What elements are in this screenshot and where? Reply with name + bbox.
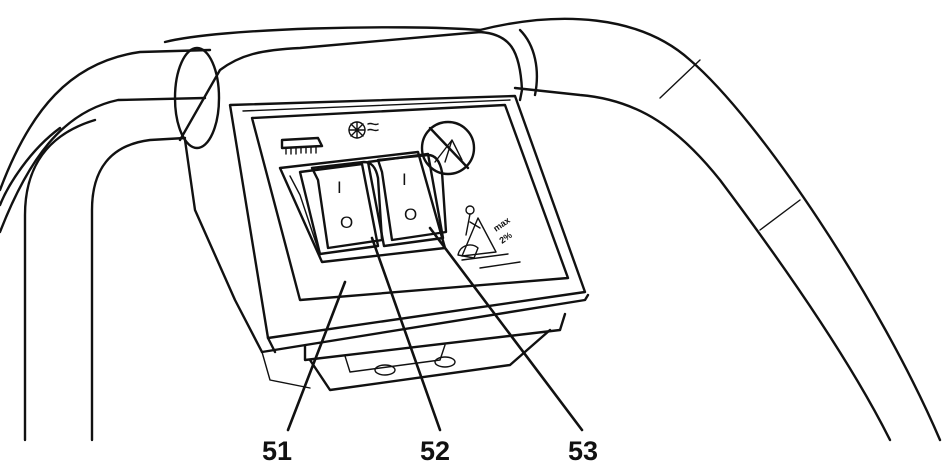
leader-lines <box>286 226 584 432</box>
left-switch-on-mark: I <box>337 178 342 197</box>
callout-51: 51 <box>262 436 292 466</box>
handle-frame <box>0 17 942 442</box>
brush-deck-icon <box>280 136 324 155</box>
vacuum-fan-icon <box>348 121 379 139</box>
callout-53: 53 <box>568 436 598 466</box>
no-spray-icon <box>420 120 476 176</box>
slope-warning-icon: max 2% <box>457 205 521 269</box>
left-rocker-switch[interactable]: I O <box>298 160 384 256</box>
callout-52: 52 <box>420 436 450 466</box>
right-rocker-switch[interactable]: I O <box>366 152 448 248</box>
right-switch-off-mark: O <box>404 205 417 224</box>
switch-housing <box>178 30 590 392</box>
right-switch-on-mark: I <box>402 170 407 189</box>
slope-max-label: max <box>491 215 511 234</box>
panel-face <box>228 94 587 340</box>
slope-value-label: 2% <box>497 230 513 246</box>
left-switch-off-mark: O <box>340 213 353 232</box>
